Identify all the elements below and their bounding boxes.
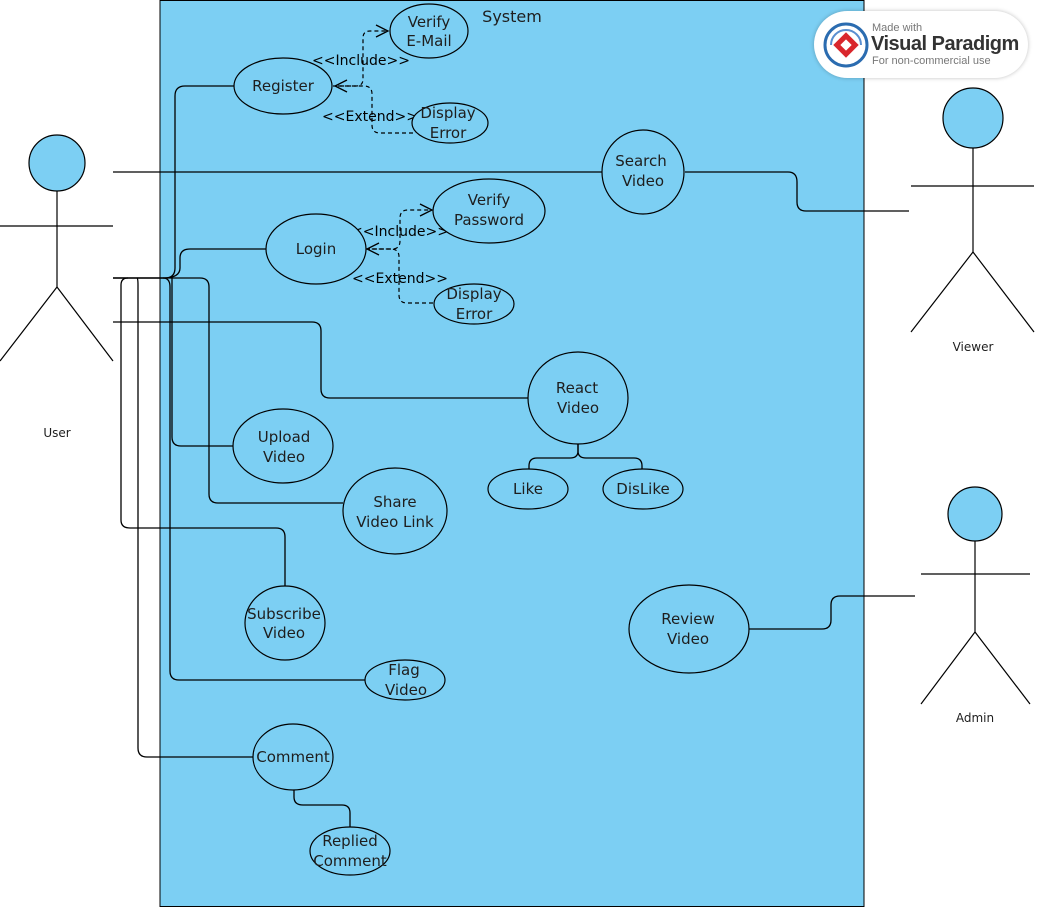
visual-paradigm-logo-icon	[823, 22, 869, 68]
use-case-verify-email[interactable]: Verify E-Mail	[389, 3, 469, 59]
link-comment-replied	[293, 790, 351, 827]
svg-text:React: React	[556, 379, 598, 397]
use-case-login[interactable]: Login	[265, 213, 367, 285]
badge-note: For non-commercial use	[872, 55, 991, 67]
extend-label-2: <<Extend>>	[352, 271, 448, 287]
svg-text:Flag: Flag	[388, 661, 420, 679]
actor-user-head	[28, 134, 86, 192]
link-review-admin	[749, 595, 915, 630]
svg-text:Comment: Comment	[256, 748, 330, 766]
svg-text:Verify: Verify	[468, 191, 511, 209]
actor-admin-head	[947, 486, 1003, 542]
connectors	[113, 24, 915, 827]
link-react-like	[528, 444, 579, 470]
include-arrow-2	[419, 203, 434, 217]
use-case-replied-comment[interactable]: Replied Comment	[309, 826, 391, 876]
svg-text:Comment: Comment	[313, 852, 387, 870]
svg-text:Error: Error	[456, 305, 493, 323]
actor-user-label: User	[43, 426, 70, 440]
svg-text:Video: Video	[385, 681, 427, 699]
use-case-upload-video[interactable]: Upload Video	[232, 408, 334, 484]
actor-viewer-label: Viewer	[953, 340, 994, 354]
svg-text:Display: Display	[446, 285, 501, 303]
svg-text:Error: Error	[430, 124, 467, 142]
svg-text:Review: Review	[661, 610, 715, 628]
extend-arrow-2	[365, 242, 380, 256]
use-case-display-error-2[interactable]: Display Error	[433, 283, 515, 325]
actor-admin[interactable]: Admin	[920, 486, 1031, 725]
use-case-verify-password[interactable]: Verify Password	[432, 178, 546, 244]
visual-paradigm-badge: Made with Visual Paradigm For non-commer…	[814, 11, 1028, 78]
link-react-dislike	[577, 444, 643, 470]
use-case-flag-video[interactable]: Flag Video	[364, 659, 446, 701]
svg-text:Video: Video	[622, 172, 664, 190]
use-case-share-video-link[interactable]: Share Video Link	[342, 467, 448, 555]
svg-text:Video: Video	[263, 624, 305, 642]
extend-display-error-register	[336, 85, 413, 134]
link-user-comment	[136, 277, 254, 758]
use-case-dislike[interactable]: DisLike	[602, 468, 684, 510]
actor-viewer-head	[942, 87, 1004, 149]
svg-text:DisLike: DisLike	[616, 480, 669, 498]
svg-text:Search: Search	[615, 152, 667, 170]
extend-label-1: <<Extend>>	[322, 109, 418, 125]
svg-text:Video: Video	[263, 448, 305, 466]
svg-text:Like: Like	[513, 480, 543, 498]
use-case-comment[interactable]: Comment	[252, 723, 334, 791]
include-label-1: <<Include>>	[312, 53, 410, 69]
svg-text:Display: Display	[420, 104, 475, 122]
link-user-login	[162, 248, 267, 279]
system-title: System	[482, 7, 542, 26]
svg-text:Share: Share	[373, 493, 416, 511]
link-user-react	[113, 321, 529, 399]
badge-made-with: Made with	[872, 22, 923, 34]
use-case-register[interactable]: Register	[233, 57, 333, 115]
link-user-subscribe	[120, 277, 286, 586]
svg-text:Video: Video	[667, 630, 709, 648]
extend-arrow-1	[333, 79, 348, 93]
badge-brand: Visual Paradigm	[871, 33, 1019, 55]
svg-text:Subscribe: Subscribe	[247, 605, 321, 623]
link-search-viewer	[685, 171, 909, 212]
svg-text:Register: Register	[252, 77, 315, 95]
actor-user[interactable]: User	[0, 134, 114, 440]
include-login-verify-password	[366, 209, 432, 250]
svg-text:Video Link: Video Link	[356, 513, 434, 531]
svg-text:Video: Video	[557, 399, 599, 417]
extend-display-error-login	[368, 248, 433, 304]
include-arrow-1	[375, 24, 390, 38]
use-case-like[interactable]: Like	[487, 468, 569, 510]
svg-text:Upload: Upload	[258, 428, 311, 446]
svg-text:Verify: Verify	[408, 13, 451, 31]
link-user-share	[113, 277, 343, 504]
link-user-flag	[113, 277, 366, 681]
use-case-display-error-1[interactable]: Display Error	[411, 102, 489, 144]
svg-text:Password: Password	[454, 211, 524, 229]
svg-text:E-Mail: E-Mail	[406, 32, 451, 50]
actor-viewer[interactable]: Viewer	[910, 87, 1035, 354]
link-user-upload	[171, 278, 234, 447]
use-case-subscribe-video[interactable]: Subscribe Video	[244, 585, 326, 661]
svg-text:Replied: Replied	[322, 832, 378, 850]
use-case-review-video[interactable]: Review Video	[628, 584, 750, 674]
use-case-search-video[interactable]: Search Video	[601, 129, 685, 215]
use-case-react-video[interactable]: React Video	[527, 351, 629, 445]
svg-text:Login: Login	[296, 240, 336, 258]
actor-admin-label: Admin	[956, 711, 994, 725]
include-label-2: <<Include>>	[351, 224, 449, 240]
